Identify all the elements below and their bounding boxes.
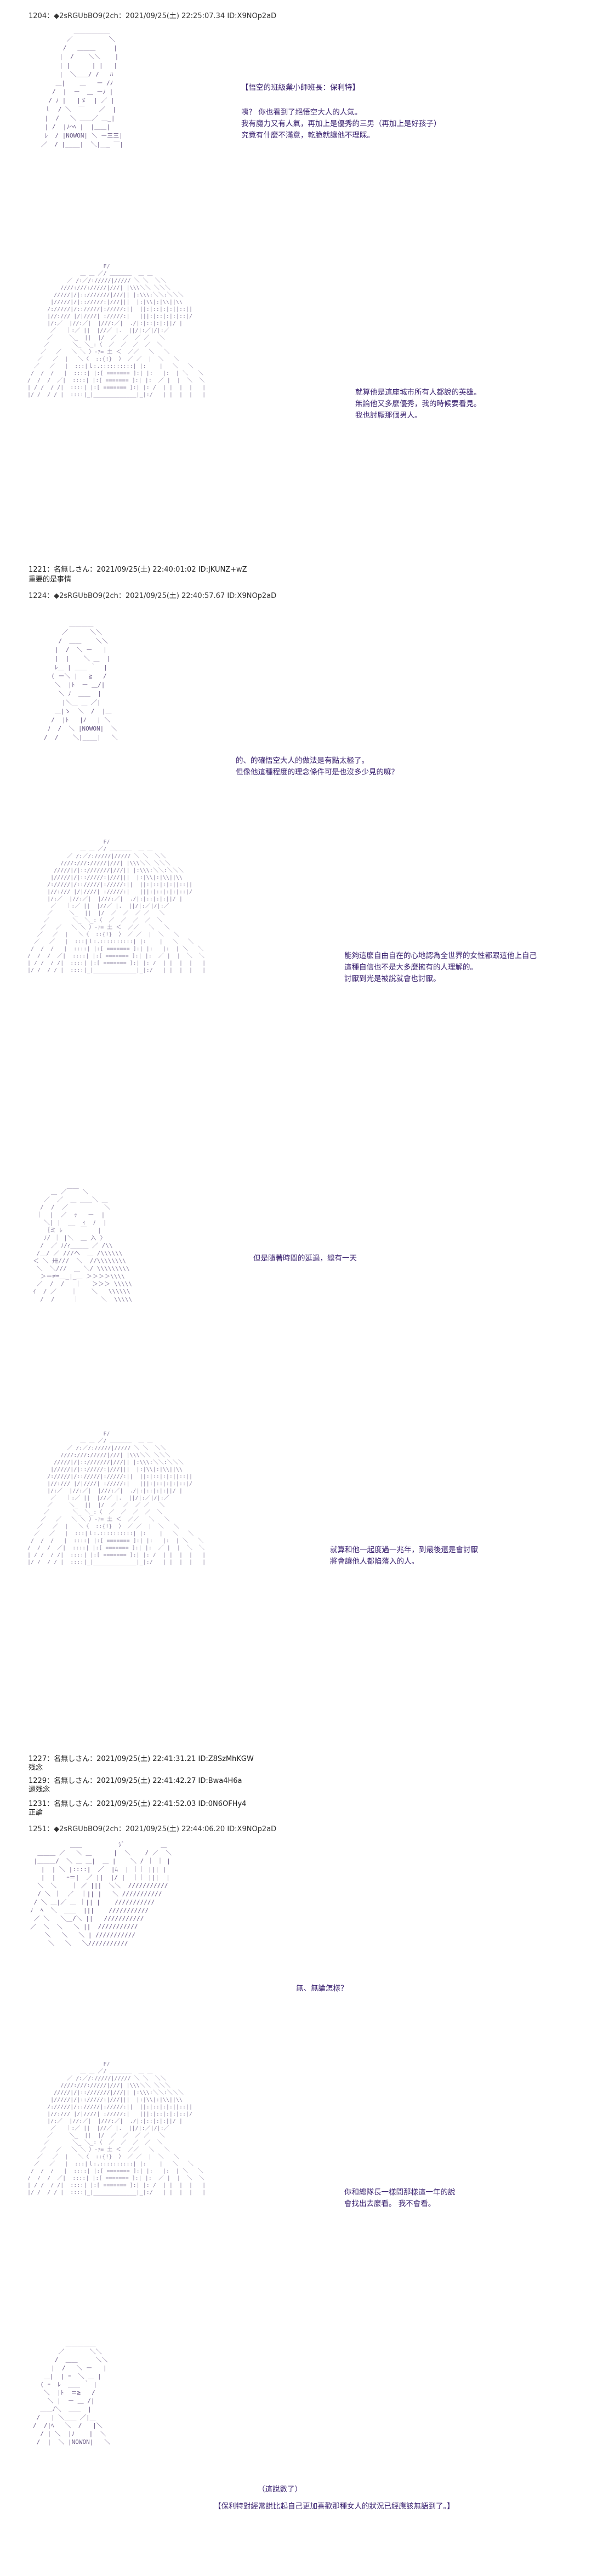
dialogue-block-9: （這說數了） 【保利特對經常說比起自己更加喜歡那種女人的狀況已經應該無語到了。】	[214, 2484, 454, 2512]
dialogue-line: 【悟空的班級業小師班長：保利特】	[241, 83, 360, 92]
post-header-1231: 1231：名無しさん：2021/09/25(土) 22:41:52.03 ID:…	[29, 1800, 247, 1808]
dialogue-block-6: 就算和他一起度過一兆年，到最後還是會討厭 將會讓他人都陷落入的人。	[330, 1545, 478, 1568]
dialogue-block-3: 的、的確悟空大人的做法是有點太極了。 但像他這種程度的理念條件可是也沒多少見的嘛…	[236, 755, 399, 778]
dialogue-block-4: 能夠這麼自由自在的心地認為全世界的女性都跟這他上自己 這種自信也不是大多麼擁有的…	[344, 950, 537, 985]
post-header-1229: 1229：名無しさん：2021/09/25(土) 22:41:42.27 ID:…	[29, 1777, 242, 1785]
dialogue-line: 討厭到光是被說就會也討厭。	[344, 974, 441, 983]
dialogue-line: 【保利特對經常說比起自己更加喜歡那種女人的狀況已經應該無語到了。】	[214, 2502, 454, 2511]
dialogue-line: 這種自信也不是大多麼擁有的人理解的。	[344, 963, 477, 972]
dialogue-line: 就算他是這座城市所有人都說的英雄。	[355, 388, 481, 397]
dialogue-block-7: 無、無論怎樣？	[296, 1983, 348, 1994]
dialogue-block-5: 但是隨著時間的延過，總有一天	[253, 1253, 357, 1264]
dialogue-line: 會找出去麼看。 我不會看。	[344, 2199, 436, 2208]
dialogue-line: 無、無論怎樣？	[296, 1984, 348, 1993]
ascii-art-girl-4: F/ ＿ ＿ ／/ ＿＿＿＿ ＿ ＿ ／ /:／/://///|///// ＼ …	[27, 2061, 206, 2196]
ascii-art-boy-girl: ＿＿ ｼﾞ ＿ ＿＿＿ ／ ＼ ＿ | ＼ / ／ ＼ |＿＿＿/ ＼ ＿ ＿|…	[30, 1841, 172, 1947]
dialogue-block-2: 就算他是這座城市所有人都說的英雄。 無論他又多麼優秀，我的時候要看見。 我也討厭…	[355, 387, 481, 421]
reply-body-1231: 正論	[29, 1809, 43, 1817]
dialogue-line: 能夠這麼自由自在的心地認為全世界的女性都跟這他上自己	[344, 951, 537, 960]
ascii-art-boy-1: ＿＿＿＿＿＿ ／ ＼ / ＿＿＿ | | / ＼＼ | | | | | | | …	[41, 27, 123, 148]
post-header-1221: 1221：名無しさん：2021/09/25(土) 22:40:01:02 ID:…	[29, 566, 247, 574]
dialogue-block-8: 你和總隊長一樣問那樣這一年的說 會找出去麼看。 我不會看。	[344, 2187, 456, 2210]
ascii-art-girl-3: F/ ＿ ＿ ／/ ＿＿＿＿ ＿ ＿ ／ /:／/://///|///// ＼ …	[27, 1431, 206, 1565]
post-header-1204: 1204：◆2sRGUbBO9(2ch：2021/09/25(土) 22:25:…	[29, 12, 277, 20]
dialogue-line: 我有魔力又有人氣，再加上是優秀的三男（再加上是好孩子）	[241, 119, 441, 128]
ascii-art-girl-2: F/ ＿ ＿ ／/ ＿＿＿＿ ＿ ＿ ／ /:／/://///|///// ＼ …	[27, 839, 206, 973]
dialogue-line: 無論他又多麼優秀，我的時候要看見。	[355, 400, 481, 408]
reply-body-1227: 残念	[29, 1764, 43, 1772]
dialogue-block-1: 【悟空的班級業小師班長：保利特】 咦？ 你也看到了絕悟空大人的人氣。 我有魔力又…	[241, 82, 441, 141]
dialogue-line: 究竟有什麼不滿意，乾脆就讓他不理睬。	[241, 131, 374, 140]
ascii-art-girl-side: ＿ ／￣￣ ＼ ／ ／ ＿ ＿＿＼ ＿ / / ／ ＼ ｜ | ／ ｯ ー | …	[33, 1188, 132, 1303]
dialogue-line: 但像他這種程度的理念條件可是也沒多少見的嘛？	[236, 768, 399, 777]
ascii-art-girl-1: F/ ＿ ＿ ／/ ＿＿＿＿ ＿ ＿ ／ /:／/://///|///// ＼ …	[27, 264, 206, 398]
dialogue-line: （這說數了）	[258, 2485, 302, 2494]
dialogue-line: 將會讓他人都陷落入的人。	[330, 1557, 419, 1566]
dialogue-line: 你和總隊長一樣問那樣這一年的說	[344, 2188, 456, 2197]
post-header-1224: 1224：◆2sRGUbBO9(2ch：2021/09/25(土) 22:40:…	[29, 592, 277, 600]
ascii-art-boy-2: ＿＿＿＿ ／ ＼＼ / ＿＿ ＼＼ | / ＼ ー | | | ＼ ＿ | ﾚ＿…	[44, 620, 118, 741]
dialogue-line: 咦？ 你也看到了絕悟空大人的人氣。	[241, 108, 362, 117]
dialogue-line: 就算和他一起度過一兆年，到最後還是會討厭	[330, 1546, 478, 1554]
dialogue-line: 我也討厭那個男人。	[355, 411, 422, 420]
ascii-art-boy-3: ＿＿＿＿＿ ／ ＼＼ / ＿＿ ＼＼ | / ＼ ー | ＿| | ｰ ＼ ＿ …	[33, 2340, 111, 2446]
reply-body-1221: 重要的是事情	[29, 575, 72, 584]
dialogue-line: 但是隨著時間的延過，總有一天	[253, 1254, 357, 1263]
post-header-1251: 1251：◆2sRGUbBO9(2ch：2021/09/25(土) 22:44:…	[29, 1825, 277, 1833]
dialogue-line: 的、的確悟空大人的做法是有點太極了。	[236, 756, 369, 765]
reply-body-1229: 還残念	[29, 1786, 50, 1794]
post-header-1227: 1227：名無しさん：2021/09/25(土) 22:41:31.21 ID:…	[29, 1755, 254, 1763]
